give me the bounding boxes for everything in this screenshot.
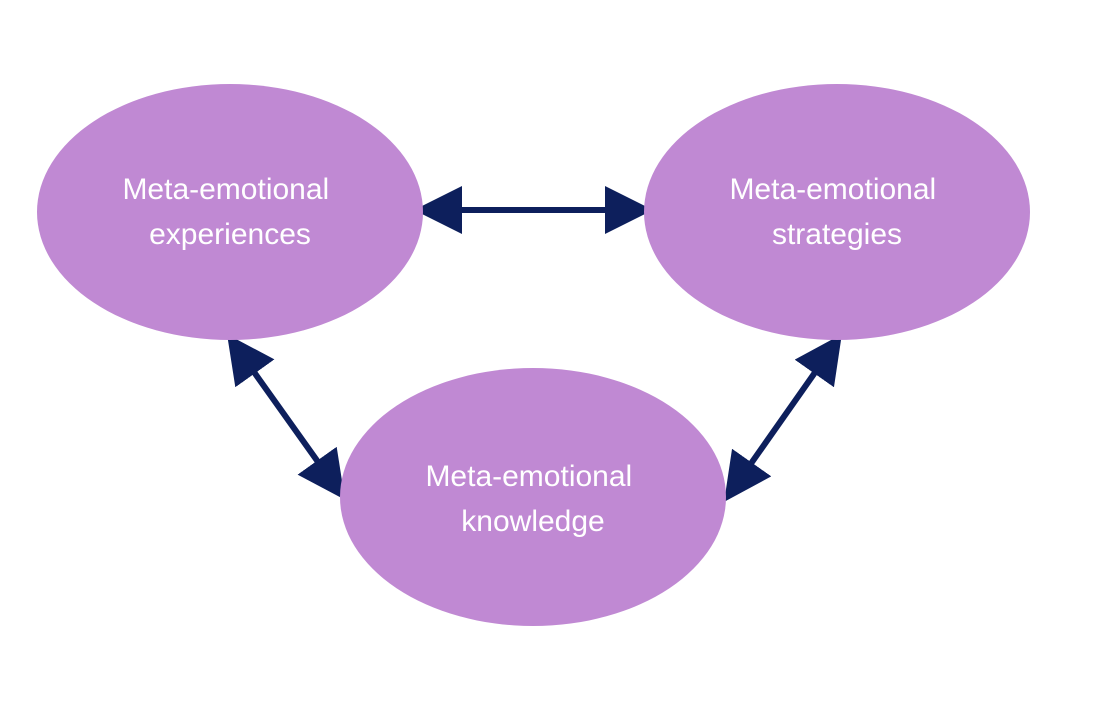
node-strategies-ellipse [644,84,1030,340]
node-strategies-line2: strategies [772,218,902,251]
node-knowledge-line2: knowledge [461,505,604,538]
node-knowledge: Meta-emotional knowledge [340,368,726,626]
node-experiences-line2: experiences [149,218,311,251]
node-experiences: Meta-emotional experiences [37,84,423,340]
node-knowledge-line1: Meta-emotional [425,460,632,493]
node-strategies: Meta-emotional strategies [644,84,1030,340]
node-strategies-line1: Meta-emotional [729,173,936,206]
node-experiences-ellipse [37,84,423,340]
arrow-strategies-knowledge [731,344,835,492]
node-experiences-line1: Meta-emotional [122,173,329,206]
arrow-experiences-knowledge [234,344,338,490]
node-knowledge-ellipse [340,368,726,626]
